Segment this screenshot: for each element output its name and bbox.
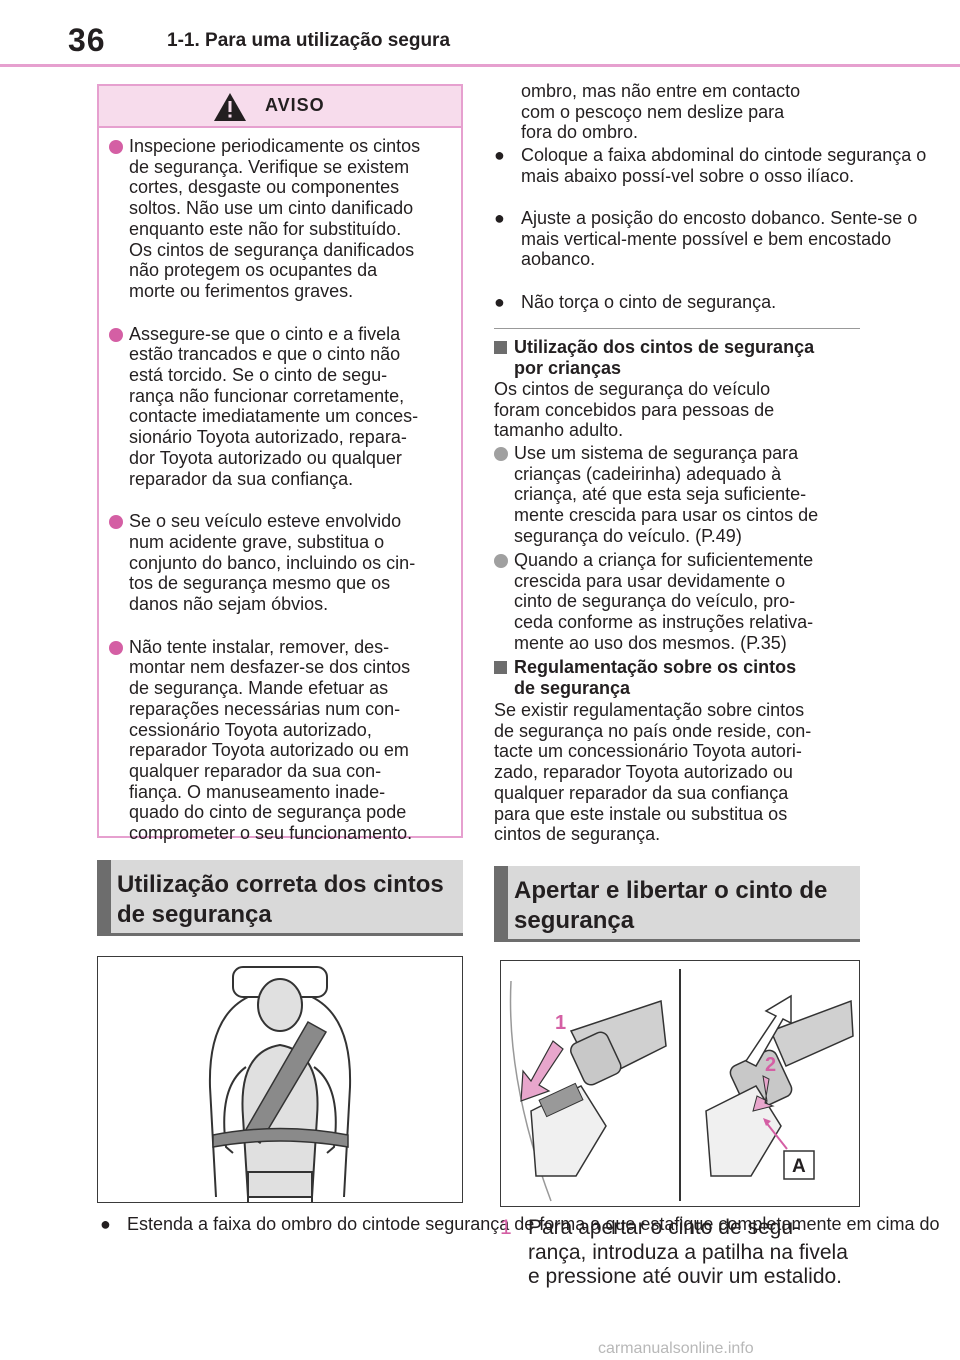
figure-label-1: 1 — [555, 1012, 566, 1034]
figure-label-a-box — [783, 1150, 815, 1180]
page-header: 36 1-1. Para uma utilização segura — [0, 0, 960, 67]
bullet-dot-icon — [109, 515, 123, 530]
step-number: 1 — [500, 1216, 512, 1239]
seated-person-icon — [208, 966, 352, 1202]
instruction-bullet: ● Coloque a faixa abdominal do cintode s… — [494, 145, 927, 186]
buckle-illustration: 1 2 A — [509, 969, 854, 1202]
bullet-mark: ● — [494, 145, 505, 165]
warning-header: AVISO — [99, 86, 461, 128]
bullet-mark: ● — [100, 1214, 111, 1234]
header-divider — [0, 64, 960, 67]
warning-title: AVISO — [265, 95, 325, 115]
section-title: 1-1. Para uma utilização segura — [167, 30, 451, 51]
bullet-dot-icon — [494, 554, 508, 568]
figure-label-a: A — [792, 1156, 806, 1177]
warning-triangle-icon — [214, 93, 246, 121]
bullet-dot-icon — [109, 140, 123, 154]
instruction-bullet: ● Não torça o cinto de segurança. — [494, 292, 777, 312]
square-bullet-icon — [494, 341, 507, 354]
insert-arrow-icon — [520, 1040, 564, 1102]
bullet-dot-icon — [109, 640, 123, 655]
buckle-diagram: 1 2 A — [500, 960, 860, 1207]
page-number: 36 — [68, 22, 106, 58]
square-bullet-icon — [494, 661, 507, 674]
instruction-bullet: ● Estenda a faixa do ombro do cintode se… — [100, 1214, 940, 1234]
section-divider — [494, 328, 860, 329]
warning-box: AVISO Inspecione periodicamente os cinto… — [97, 84, 463, 843]
instruction-bullet: ● Ajuste a posição do encosto dobanco. S… — [494, 208, 918, 270]
bullet-dot-icon — [494, 447, 508, 461]
seatbelt-posture-illustration — [97, 956, 463, 1203]
figure-label-2: 2 — [765, 1054, 776, 1076]
press-button-arrow-icon — [752, 1075, 775, 1112]
step-item: 1 Para apertar o cinto de segu-rança, in… — [500, 1216, 848, 1288]
warning-item: Não tente instalar, remover, des-montar … — [109, 637, 451, 844]
bullet-mark: ● — [494, 208, 505, 228]
release-arrow-icon — [744, 994, 792, 1067]
footer-watermark: carmanualsonline.info — [598, 1340, 754, 1357]
bullet-mark: ● — [494, 292, 505, 312]
bullet-dot-icon — [109, 327, 123, 342]
